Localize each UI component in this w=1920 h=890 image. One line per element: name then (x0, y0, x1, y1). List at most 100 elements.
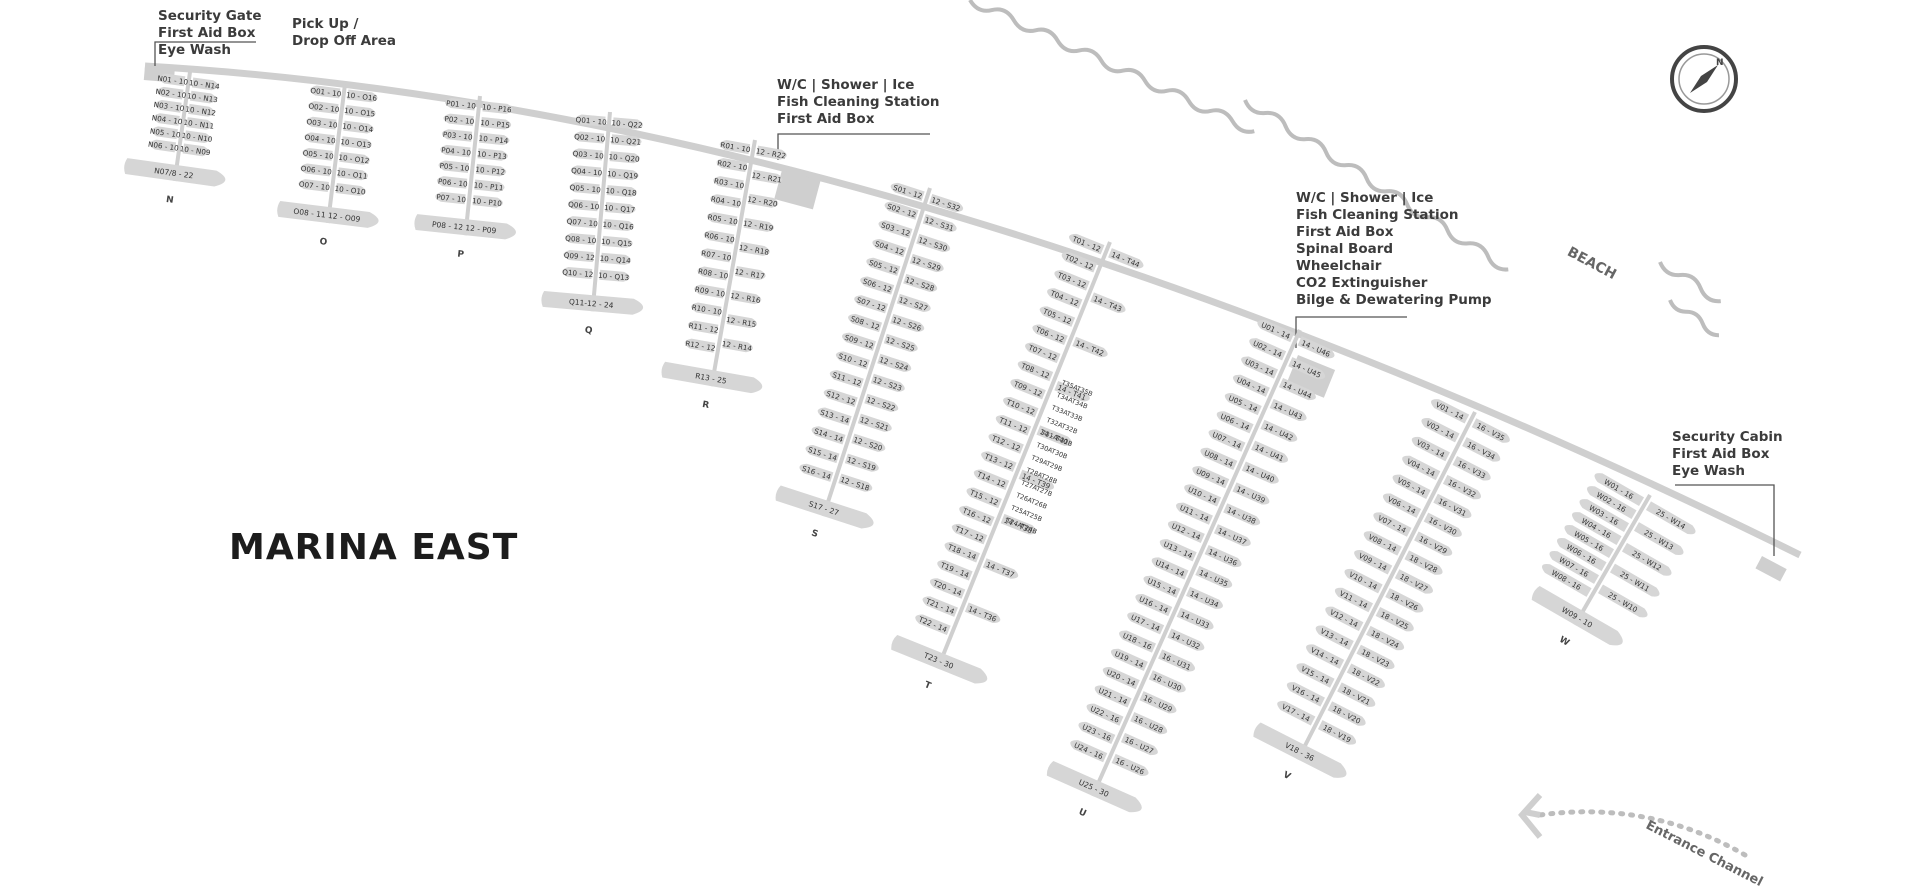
berth[interactable]: O02 - 10 (308, 100, 341, 114)
berth[interactable]: S05 - 12 (865, 256, 901, 276)
berth[interactable]: 16 - U26 (1111, 753, 1151, 779)
berth[interactable]: U16 - 14 (1134, 592, 1173, 617)
berth[interactable]: 10 - P16 (482, 101, 514, 114)
berth[interactable]: Q07 - 10 (566, 216, 599, 229)
berth[interactable]: R09 - 10 (693, 283, 726, 299)
berth[interactable]: 10 - P14 (478, 132, 510, 146)
berth[interactable]: 10 - O13 (340, 136, 373, 150)
berth[interactable]: V03 - 14 (1410, 434, 1450, 462)
berth[interactable]: U02 - 14 (1247, 336, 1287, 361)
berth[interactable]: 12 - R21 (751, 169, 783, 185)
berth[interactable]: O03 - 10 (306, 116, 339, 130)
berth[interactable]: S08 - 12 (847, 312, 883, 333)
berth[interactable]: 18 - V22 (1346, 663, 1387, 691)
berth[interactable]: N04 - 10 (151, 112, 183, 126)
berth[interactable]: T17 - 12 (950, 522, 988, 545)
berth[interactable]: 10 - O12 (338, 151, 371, 166)
berth[interactable]: U18 - 16 (1117, 628, 1157, 653)
berth[interactable]: 14 - U34 (1185, 586, 1225, 612)
berth-label[interactable]: T30B (1049, 447, 1068, 461)
berth[interactable]: 14 - U38 (1223, 503, 1262, 528)
berth[interactable]: 10 - P10 (472, 195, 504, 208)
berth[interactable]: 12 - R18 (738, 241, 770, 257)
berth[interactable]: N01 - 10 (157, 73, 189, 87)
berth-label[interactable]: T33B (1064, 409, 1083, 423)
berth[interactable]: S09 - 12 (841, 331, 876, 351)
berth[interactable]: T11 - 12 (994, 413, 1032, 436)
berth[interactable]: U10 - 14 (1182, 482, 1222, 507)
berth[interactable]: 18 - V20 (1327, 701, 1368, 728)
berth[interactable]: 14 - U43 (1269, 398, 1309, 424)
berth[interactable]: Q08 - 10 (564, 233, 597, 246)
berth[interactable]: O06 - 10 (300, 163, 333, 177)
berth[interactable]: V13 - 14 (1314, 623, 1354, 650)
berth[interactable]: 12 - R14 (721, 338, 753, 353)
berth[interactable]: P03 - 10 (441, 129, 473, 142)
berth[interactable]: Q10 - 12 (561, 266, 594, 279)
berth[interactable]: O04 - 10 (304, 132, 337, 146)
berth[interactable]: U20 - 14 (1101, 665, 1140, 690)
berth[interactable]: 12 - R20 (747, 193, 779, 209)
berth[interactable]: 10 - Q14 (599, 252, 631, 266)
berth[interactable]: T09 - 12 (1009, 377, 1046, 400)
berth[interactable]: U11 - 14 (1174, 500, 1213, 525)
berth[interactable]: 18 - V21 (1337, 682, 1377, 709)
berth[interactable]: S10 - 12 (834, 350, 870, 370)
berth[interactable]: Q01 - 10 (575, 114, 608, 127)
berth[interactable]: 16 - U31 (1158, 649, 1197, 674)
berth[interactable]: T16 - 12 (957, 503, 995, 527)
end-berth[interactable]: Q11-12 - 24 (541, 290, 644, 316)
berth[interactable]: U23 - 16 (1077, 719, 1116, 745)
berth[interactable]: S14 - 14 (810, 424, 846, 445)
berth[interactable]: N06 - 10 (148, 139, 180, 153)
berth[interactable]: 10 - N12 (185, 103, 217, 118)
berth[interactable]: 16 - V31 (1433, 493, 1473, 521)
berth[interactable]: 10 - Q19 (607, 168, 639, 181)
berth-label[interactable]: T29B (1044, 459, 1063, 473)
berth[interactable]: O01 - 10 (309, 85, 342, 99)
berth[interactable]: T21 - 14 (921, 594, 958, 617)
berth[interactable]: U24 - 16 (1068, 738, 1108, 763)
berth[interactable]: V16 - 14 (1285, 680, 1325, 707)
berth[interactable]: R10 - 10 (690, 302, 723, 317)
berth[interactable]: 10 - Q15 (601, 235, 633, 249)
berth[interactable]: 16 - V29 (1414, 531, 1454, 558)
berth[interactable]: T06 - 12 (1031, 322, 1068, 346)
berth[interactable]: 14 - U37 (1213, 524, 1253, 549)
berth-label[interactable]: T32B (1059, 422, 1078, 436)
berth[interactable]: 16 - U29 (1139, 691, 1179, 716)
berth[interactable]: 10 - N11 (183, 117, 215, 131)
berth[interactable]: 12 - S23 (870, 373, 906, 394)
berth[interactable]: T18 - 14 (943, 540, 980, 563)
berth[interactable]: S07 - 12 (853, 293, 889, 314)
berth[interactable]: U14 - 14 (1150, 555, 1189, 580)
berth[interactable]: 10 - O10 (334, 183, 367, 197)
berth[interactable]: 14 - T37 (982, 558, 1020, 581)
berth[interactable]: Q05 - 10 (569, 182, 602, 195)
berth[interactable]: 18 - V26 (1385, 588, 1425, 615)
berth-label[interactable]: T26B (1029, 497, 1048, 511)
berth[interactable]: 10 - N14 (188, 77, 221, 91)
berth[interactable]: V02 - 14 (1419, 415, 1460, 443)
berth[interactable]: V04 - 14 (1400, 453, 1441, 481)
berth[interactable]: R06 - 10 (703, 229, 736, 245)
berth[interactable]: 16 - U28 (1130, 712, 1169, 737)
berth[interactable]: S06 - 12 (859, 275, 895, 295)
berth[interactable]: Q02 - 10 (573, 131, 606, 144)
berth[interactable]: 16 - V32 (1442, 474, 1483, 502)
berth[interactable]: T15 - 12 (965, 485, 1002, 509)
berth[interactable]: 12 - S24 (877, 353, 912, 374)
berth[interactable]: 10 - P11 (473, 179, 505, 192)
berth[interactable]: 10 - N13 (187, 90, 219, 104)
berth[interactable]: 10 - P15 (480, 117, 512, 130)
berth[interactable]: V06 - 14 (1381, 491, 1422, 518)
berth[interactable]: 10 - N09 (179, 143, 211, 157)
berth[interactable]: 10 - Q16 (602, 218, 634, 232)
berth[interactable]: 16 - U27 (1120, 732, 1160, 758)
berth[interactable]: U12 - 14 (1166, 518, 1205, 544)
berth[interactable]: 16 - V30 (1423, 512, 1464, 540)
berth[interactable]: 12 - S20 (851, 433, 886, 454)
end-berth[interactable]: O08 - 11 12 - O09 (276, 200, 379, 229)
berth[interactable]: 10 - Q22 (611, 117, 643, 130)
berth[interactable]: V08 - 14 (1362, 529, 1402, 556)
